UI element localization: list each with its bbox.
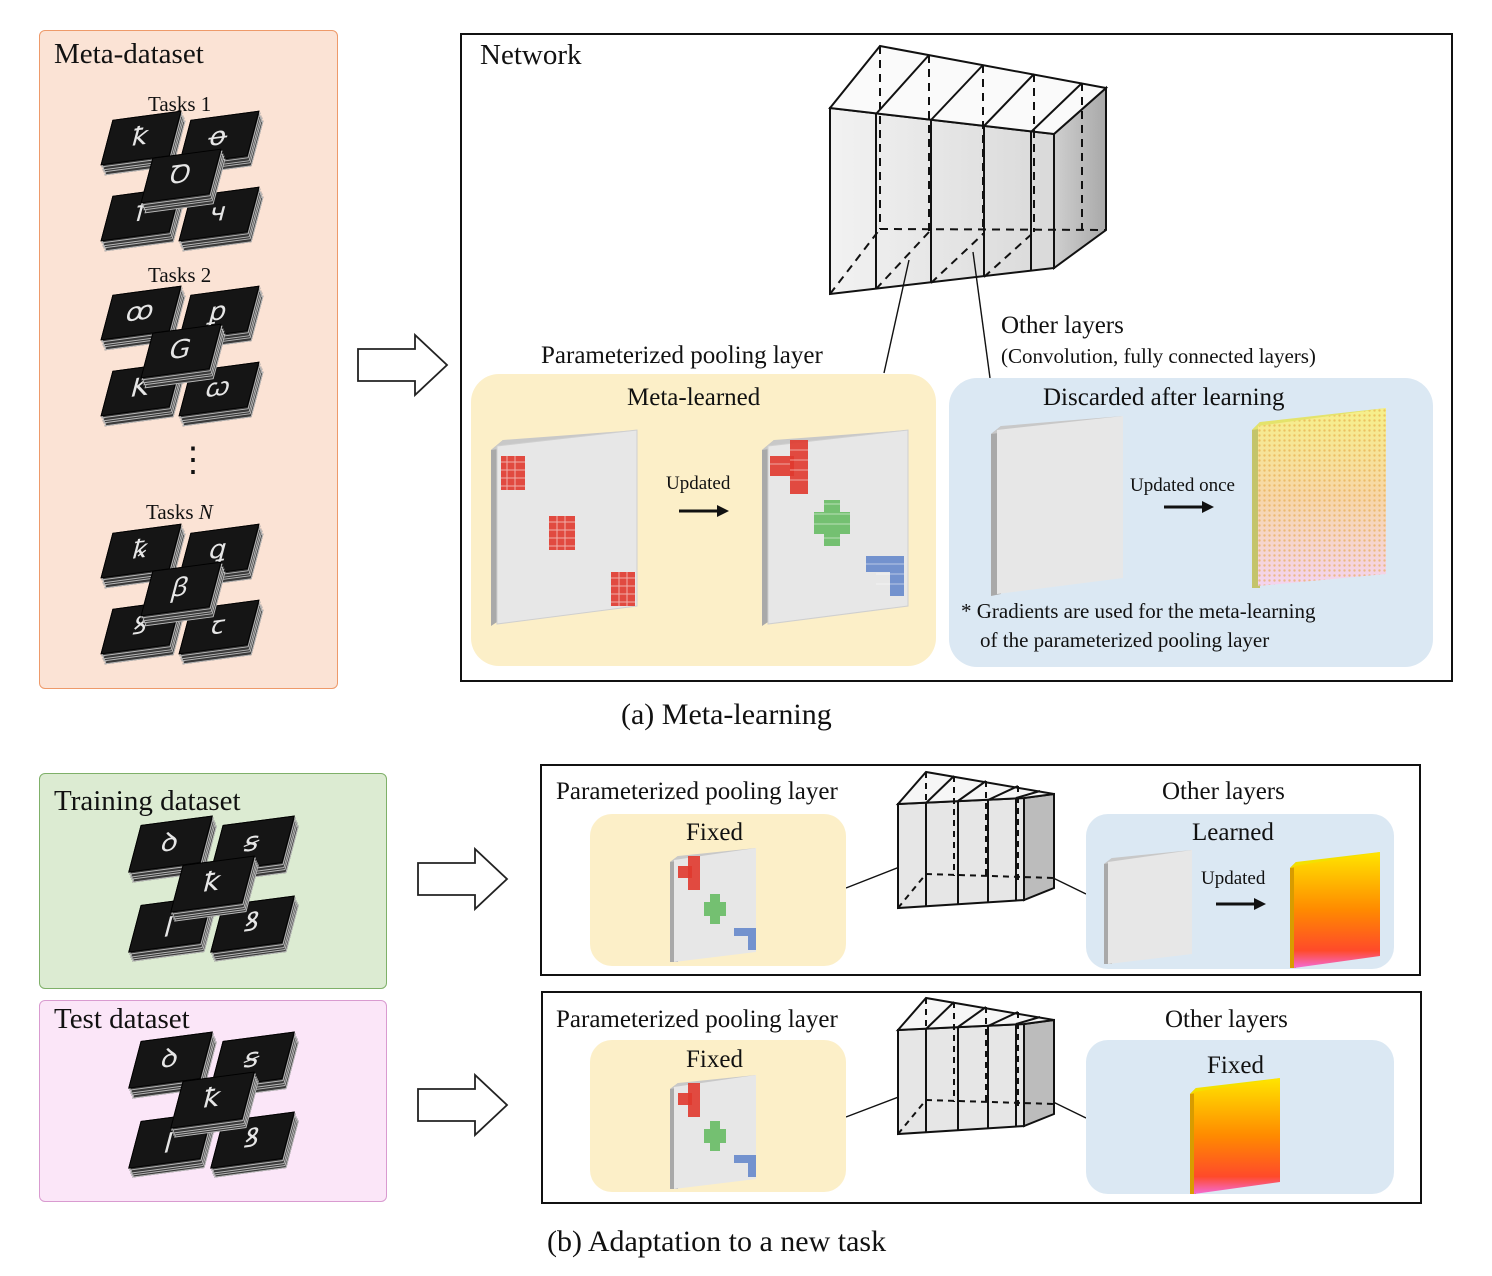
arrow-to-adaptation-1-icon [417, 846, 509, 912]
other-layer-initial-b1 [1104, 850, 1192, 964]
test-dataset-title: Test dataset [54, 1003, 190, 1035]
task-image-card: Ꝺ [140, 148, 226, 213]
other-layers-label-b1: Other layers [1162, 778, 1285, 805]
other-state-b1: Learned [1192, 819, 1274, 846]
pooling-layer-label-b2: Parameterized pooling layer [556, 1006, 838, 1033]
other-state-b2: Fixed [1207, 1052, 1264, 1079]
other-layer-learned [1252, 408, 1386, 588]
task-image-card: ꞵ [140, 561, 226, 626]
network-block-small-b2 [895, 996, 1055, 1136]
pooling-layer-initial [491, 429, 638, 626]
ellipsis: ⋮ [176, 442, 210, 479]
updated-arrow-icon-a [679, 505, 729, 517]
caption-b: (b) Adaptation to a new task [547, 1225, 887, 1258]
task-image-card: ꝁ [170, 1071, 260, 1139]
other-layer-initial [991, 416, 1123, 596]
network-block-diagram [828, 44, 1109, 296]
adaptation-training-frame [540, 764, 1421, 976]
updated-label-b1: Updated [1201, 868, 1266, 889]
meta-dataset-title: Meta-dataset [54, 38, 204, 70]
tasks-n-label: Tasks N [146, 502, 213, 523]
training-dataset-title: Training dataset [54, 785, 241, 817]
gradient-note-line1: * Gradients are used for the meta-learni… [961, 599, 1316, 623]
tasks-1-label: Tasks 1 [148, 92, 212, 116]
pool-state-b1: Fixed [686, 819, 743, 846]
updated-once-label: Updated once [1130, 475, 1235, 496]
updated-label-a: Updated [666, 473, 731, 494]
other-layer-fixed-b2 [1190, 1078, 1280, 1194]
updated-arrow-icon-b1 [1216, 898, 1266, 910]
pool-state-b2: Fixed [686, 1046, 743, 1073]
other-layers-label-b2: Other layers [1165, 1006, 1288, 1033]
discarded-label: Discarded after learning [1043, 384, 1285, 411]
task-image-card: G [140, 323, 226, 388]
pooling-layer-fixed-b2 [670, 1075, 756, 1189]
tasks-n-prefix: Tasks [146, 500, 199, 524]
gradient-note-line2: of the parameterized pooling layer [980, 628, 1270, 652]
pooling-layer-fixed-b1 [670, 848, 756, 962]
pooling-layer-label-b1: Parameterized pooling layer [556, 778, 838, 805]
tasks-n-variable: N [198, 500, 213, 524]
caption-a: (a) Meta-learning [621, 698, 832, 731]
other-layer-learned-b1 [1290, 852, 1380, 968]
network-block-small-b1 [895, 770, 1055, 910]
arrow-to-network-icon [357, 332, 449, 398]
meta-learned-label: Meta-learned [627, 384, 761, 411]
network-frame [460, 33, 1453, 682]
other-layers-label-a: Other layers [1001, 312, 1124, 339]
arrow-to-adaptation-2-icon [417, 1072, 509, 1138]
tasks-2-label: Tasks 2 [148, 263, 212, 287]
task-image-card: ꝁ [170, 855, 260, 923]
updated-once-arrow-icon [1164, 501, 1214, 513]
pooling-layer-label-a: Parameterized pooling layer [541, 342, 823, 369]
pooling-layer-updated [762, 429, 909, 626]
other-layers-sublabel-a: (Convolution, fully connected layers) [1001, 344, 1316, 368]
network-label: Network [480, 39, 582, 71]
adaptation-test-frame [541, 991, 1422, 1204]
